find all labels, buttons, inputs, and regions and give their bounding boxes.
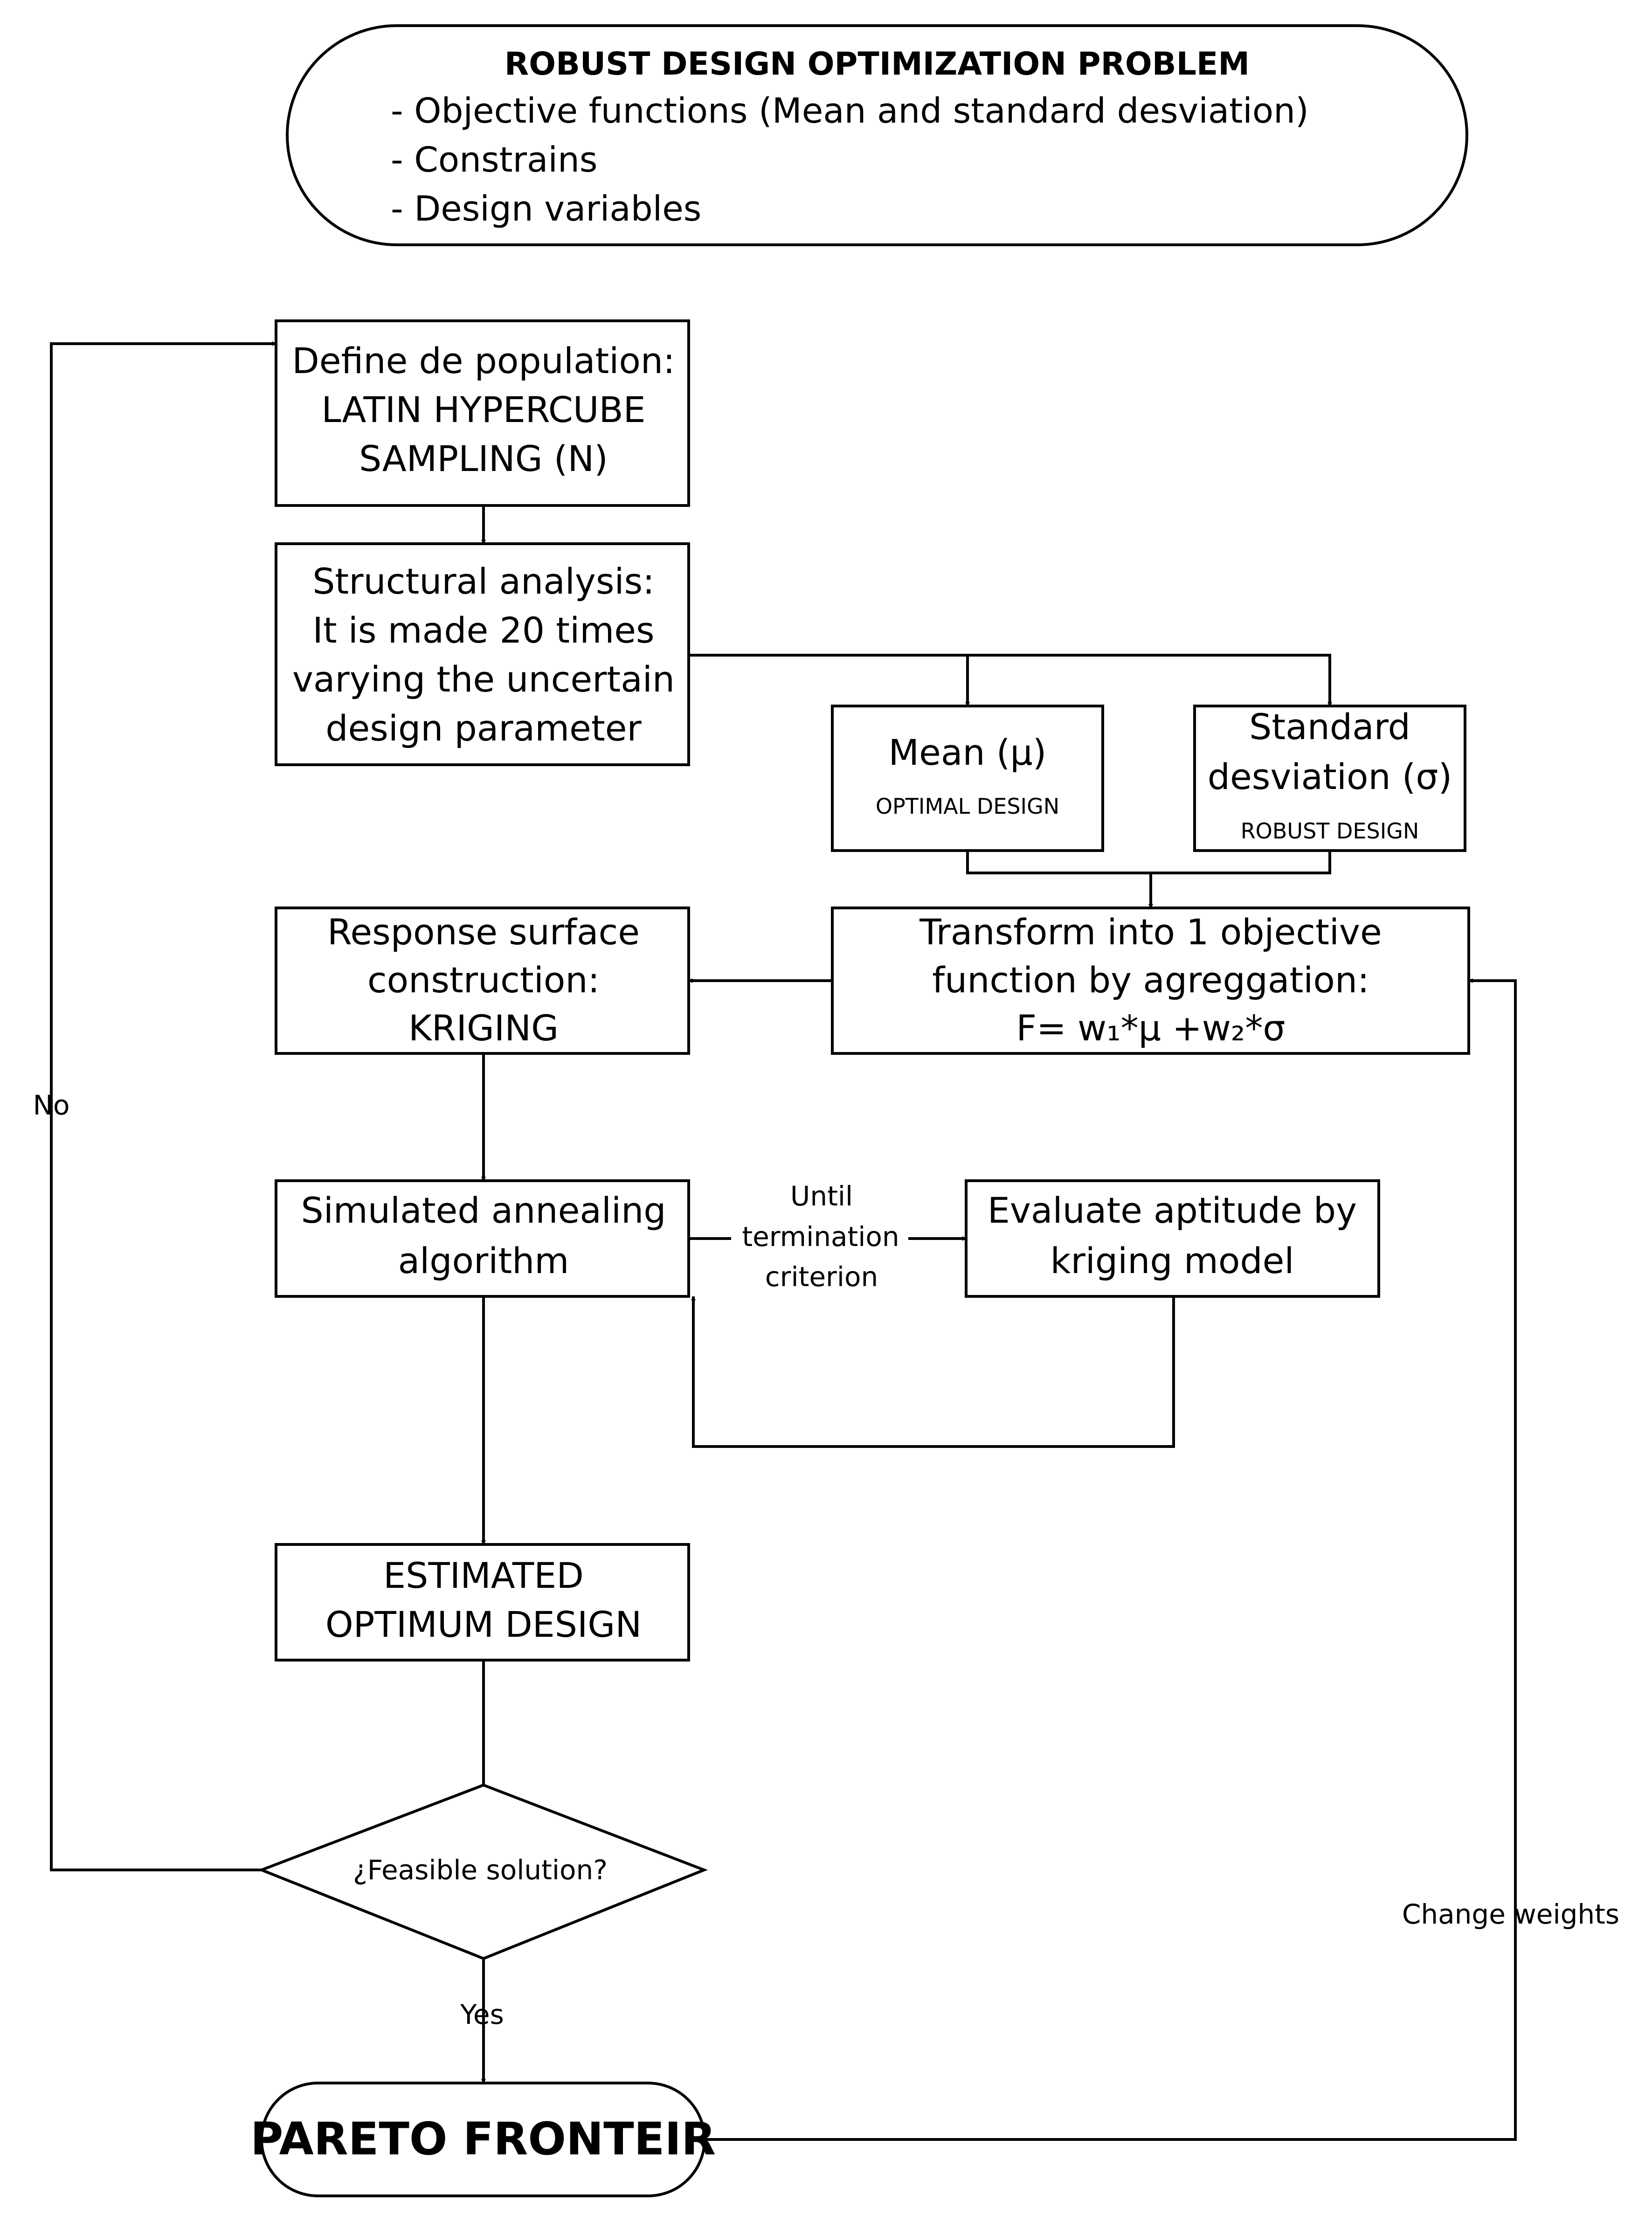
response-line-2: construction:: [367, 959, 600, 1001]
edge-structural-mean: [689, 654, 968, 706]
mean-label: Mean (μ): [889, 732, 1047, 773]
structural-line-2: It is made 20 times: [312, 609, 654, 651]
response-line-1: Response surface: [327, 911, 640, 953]
population-line-3: SAMPLING (N): [359, 438, 608, 479]
transform-text: Transform into 1 objective function by a…: [919, 911, 1382, 1049]
mean-box: [831, 705, 1104, 852]
problem-item-objectives: - Objective functions (Mean and standard…: [391, 91, 1309, 131]
problem-text: ROBUST DESIGN OPTIMIZATION PROBLEM - Obj…: [391, 46, 1309, 229]
std-label-2: desviation (σ): [1208, 756, 1452, 797]
transform-line-3: F= w₁*μ +w₂*σ: [1016, 1007, 1285, 1049]
annealing-text: Simulated annealing algorithm: [301, 1190, 666, 1281]
problem-title: ROBUST DESIGN OPTIMIZATION PROBLEM: [505, 46, 1250, 83]
structural-line-3: varying the uncertain: [292, 658, 675, 700]
mean-text: Mean (μ) OPTIMAL DESIGN: [876, 732, 1059, 819]
edge-label-no: No: [33, 1089, 70, 1121]
estimated-line-1: ESTIMATED: [383, 1555, 584, 1596]
transform-line-1: Transform into 1 objective: [919, 911, 1382, 953]
std-box: [1193, 705, 1466, 852]
population-line-1: Define de population:: [292, 340, 675, 381]
edge-pareto-change-weights: [705, 981, 1517, 2141]
structural-line-1: Structural analysis:: [312, 561, 655, 602]
response-text: Response surface construction: KRIGING: [327, 911, 640, 1049]
structural-line-4: design parameter: [325, 707, 642, 749]
std-text: Standard desviation (σ) ROBUST DESIGN: [1208, 706, 1452, 844]
problem-item-constrains: - Constrains: [391, 140, 597, 180]
pareto-label: PARETO FRONTEIR: [250, 2113, 716, 2165]
population-line-2: LATIN HYPERCUBE: [321, 389, 645, 430]
transform-line-2: function by agreggation:: [932, 959, 1369, 1001]
structural-text: Structural analysis: It is made 20 times…: [292, 561, 675, 749]
problem-item-variables: - Design variables: [391, 189, 701, 229]
annealing-line-2: algorithm: [398, 1240, 569, 1281]
annealing-line-1: Simulated annealing: [301, 1190, 666, 1231]
estimated-line-2: OPTIMUM DESIGN: [325, 1604, 642, 1645]
population-text: Define de population: LATIN HYPERCUBE SA…: [292, 340, 675, 479]
evaluate-box: [965, 1179, 1380, 1298]
transform-box: [831, 907, 1470, 1055]
edge-label-yes: Yes: [460, 1999, 504, 2030]
edge-evaluate-annealing-loop: [693, 1296, 1175, 1448]
estimated-text: ESTIMATED OPTIMUM DESIGN: [325, 1555, 642, 1645]
edge-label-until: Until: [790, 1180, 853, 1212]
evaluate-line-2: kriging model: [1051, 1240, 1294, 1281]
edge-label-change-weights: Change weights: [1402, 1898, 1619, 1930]
std-label-1: Standard: [1249, 706, 1410, 748]
response-line-3: KRIGING: [408, 1007, 559, 1049]
decision-label: ¿Feasible solution?: [353, 1854, 608, 1886]
evaluate-line-1: Evaluate aptitude by: [988, 1190, 1357, 1231]
edge-label-termination: termination: [742, 1221, 899, 1253]
edge-structural-std: [968, 654, 1330, 706]
population-box: [275, 319, 690, 507]
edge-decision-no-loop: [50, 344, 276, 1871]
std-sublabel: ROBUST DESIGN: [1241, 818, 1419, 844]
estimated-box: [275, 1543, 690, 1661]
mean-sublabel: OPTIMAL DESIGN: [876, 794, 1059, 819]
evaluate-text: Evaluate aptitude by kriging model: [988, 1190, 1357, 1281]
edge-label-criterion: criterion: [765, 1261, 878, 1293]
edge-mean-std-merge: [966, 851, 1331, 874]
problem-terminator: [286, 24, 1468, 246]
